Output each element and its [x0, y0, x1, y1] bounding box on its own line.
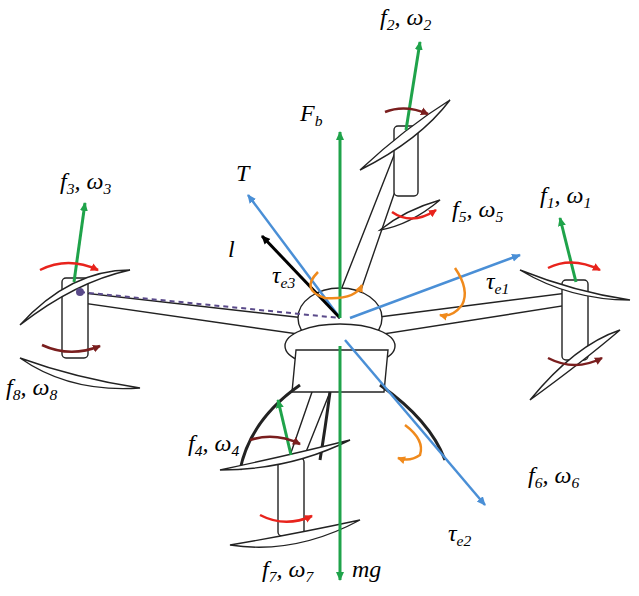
- force-label: f1, ω1: [540, 182, 591, 208]
- force-label: τe3: [272, 262, 295, 288]
- force-label: T: [236, 160, 249, 186]
- force-label: τe1: [486, 268, 509, 294]
- force-label: f7, ω7: [262, 556, 313, 582]
- force-label: f6, ω6: [528, 462, 579, 488]
- force-label: f3, ω3: [60, 168, 111, 194]
- force-label: τe2: [448, 520, 471, 546]
- force-label: f8, ω8: [6, 374, 57, 400]
- force-label: f5, ω5: [452, 196, 503, 222]
- force-label: l: [228, 236, 235, 262]
- force-label: Fb: [300, 100, 322, 126]
- force-label: mg: [352, 556, 381, 582]
- force-label: f2, ω2: [380, 4, 431, 30]
- force-label: f4, ω4: [188, 430, 239, 456]
